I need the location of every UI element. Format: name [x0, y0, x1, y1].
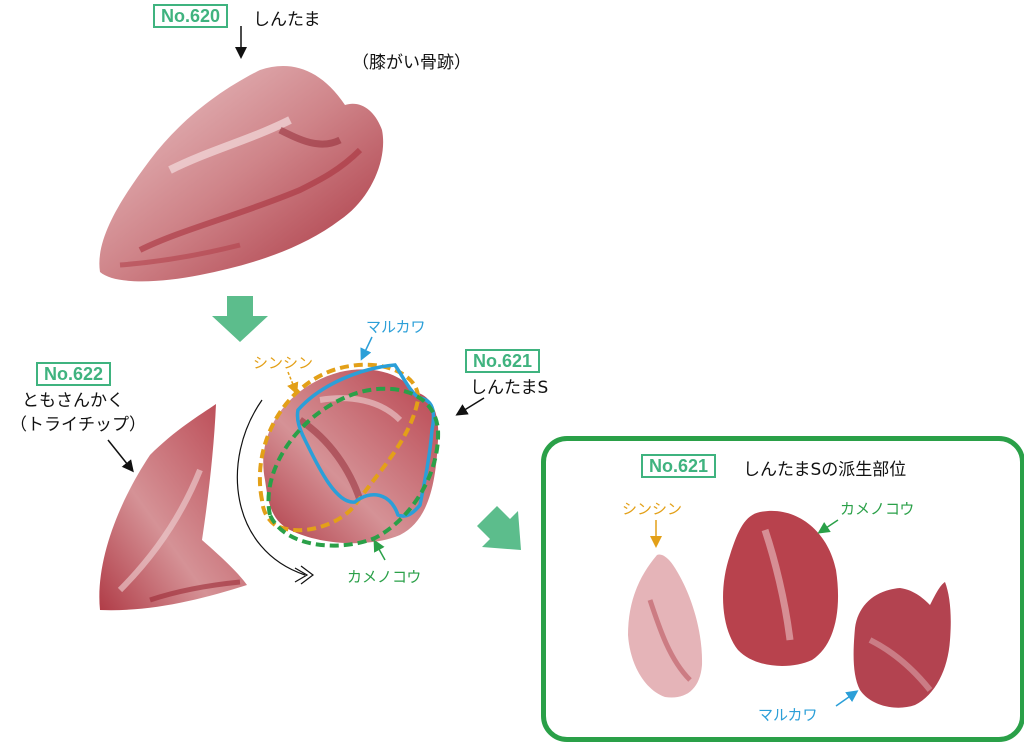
curve-arrow	[236, 399, 306, 576]
left-name-sub-label: （トライチップ）	[10, 415, 146, 435]
shinshin-label: シンシン	[253, 354, 314, 372]
top-code-badge: No.620	[153, 4, 229, 28]
panel-marukawa-image	[853, 582, 951, 708]
panel-shinshin-label: シンシン	[622, 500, 683, 518]
down-flow-arrow	[212, 296, 268, 342]
top-name-label: しんたま	[253, 10, 321, 30]
kamenokou-label: カメノコウ	[347, 568, 422, 586]
panel-kamenokou-arrow	[817, 519, 839, 534]
left-name-label: ともさんかく	[22, 391, 124, 411]
panel-shinshin-image	[628, 554, 703, 698]
right-name-label: しんたまS	[470, 378, 549, 398]
right-pointer-arrow	[455, 397, 485, 416]
panel-title: しんたまSの派生部位	[743, 460, 907, 480]
panel-marukawa-arrow	[835, 690, 859, 707]
marukawa-pointer-arrow	[360, 336, 373, 361]
left-meat-image	[99, 404, 248, 611]
left-pointer-arrow	[107, 439, 134, 473]
panel-code-badge: No.621	[641, 454, 717, 478]
shinshin-pointer-arrow	[287, 371, 299, 395]
kamenokou-pointer-arrow	[373, 539, 386, 561]
right-code-badge: No.621	[465, 349, 541, 373]
top-note-label: （膝がい骨跡）	[352, 53, 471, 73]
marukawa-outline	[295, 363, 436, 518]
panel-kamenokou-image	[723, 510, 839, 666]
left-code-badge: No.622	[36, 362, 112, 386]
top-meat-image	[99, 66, 384, 282]
panel-marukawa-label: マルカワ	[758, 706, 818, 724]
diagonal-flow-arrow	[477, 506, 521, 550]
center-meat-image	[263, 369, 439, 544]
panel-kamenokou-label: カメノコウ	[840, 500, 915, 518]
marukawa-label: マルカワ	[366, 318, 426, 336]
